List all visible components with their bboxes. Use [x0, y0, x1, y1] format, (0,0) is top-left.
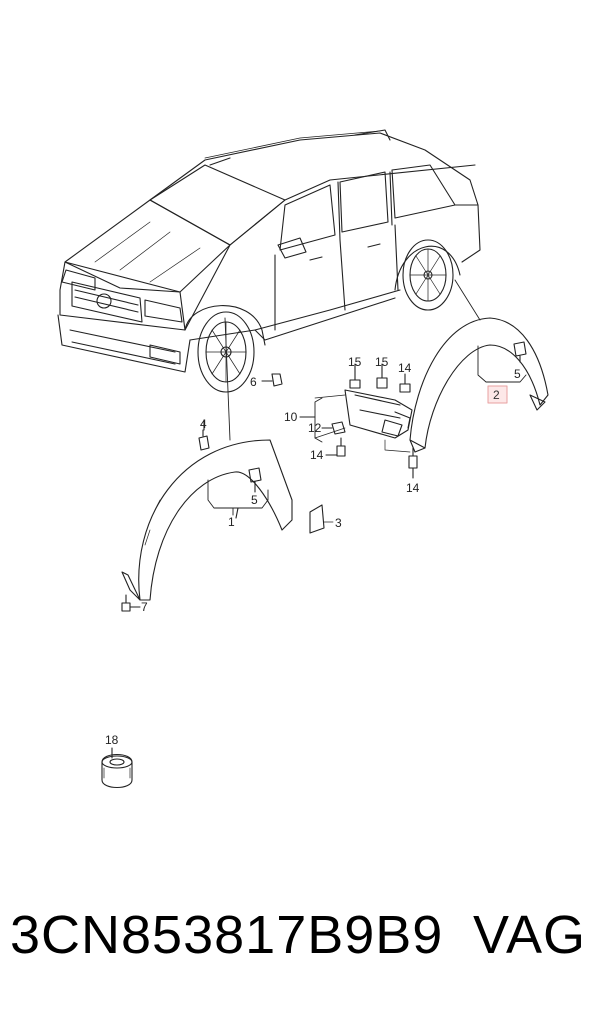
- vehicle-outline: [57, 129, 481, 393]
- callout-3: 3: [335, 516, 342, 530]
- clip-5-rear: [513, 341, 527, 363]
- screw-14-b: [336, 437, 346, 457]
- callout-14-bottom: 14: [406, 481, 420, 495]
- callout-4: 4: [200, 417, 207, 431]
- clip-5-front: [248, 467, 262, 493]
- callout-7: 7: [141, 600, 148, 614]
- rear-arch-trim: [409, 317, 549, 453]
- tape-roll: [101, 747, 133, 789]
- callout-6: 6: [250, 375, 257, 389]
- callout-2: 2: [493, 388, 500, 402]
- callout-10: 10: [284, 410, 298, 424]
- callout-5-rear: 5: [514, 367, 521, 381]
- screw-14-a: [399, 383, 411, 393]
- callout-15-right: 15: [375, 355, 389, 369]
- clip-6: [271, 373, 283, 387]
- brand-label: VAG: [472, 905, 586, 965]
- callout-5-front: 5: [251, 493, 258, 507]
- parts-diagram: 1 2 3 4 5 5 6 7 10 12 14 14 14 15 15 18: [57, 129, 549, 789]
- trim-piece-3: [309, 504, 325, 534]
- callout-15-left: 15: [348, 355, 362, 369]
- clip-12: [331, 421, 346, 435]
- callout-14-left: 14: [310, 448, 324, 462]
- clip-4: [198, 429, 210, 451]
- part-number: 3CN853817B9B9: [10, 905, 444, 965]
- callout-12: 12: [308, 421, 322, 435]
- screw-14-c: [408, 447, 418, 469]
- screw-15-b: [376, 369, 388, 389]
- screw-7: [121, 594, 131, 612]
- callout-labels: 1 2 3 4 5 5 6 7 10 12 14 14 14 15 15 18: [105, 355, 521, 747]
- callout-14-top: 14: [398, 361, 412, 375]
- bracket-assembly: [344, 389, 413, 439]
- front-arch-trim: [121, 439, 293, 601]
- highlight-box-2: [487, 385, 508, 404]
- callout-1: 1: [228, 515, 235, 529]
- screw-15-a: [349, 371, 361, 389]
- callout-18: 18: [105, 733, 119, 747]
- footer: 3CN853817B9B9 VAG: [0, 900, 600, 980]
